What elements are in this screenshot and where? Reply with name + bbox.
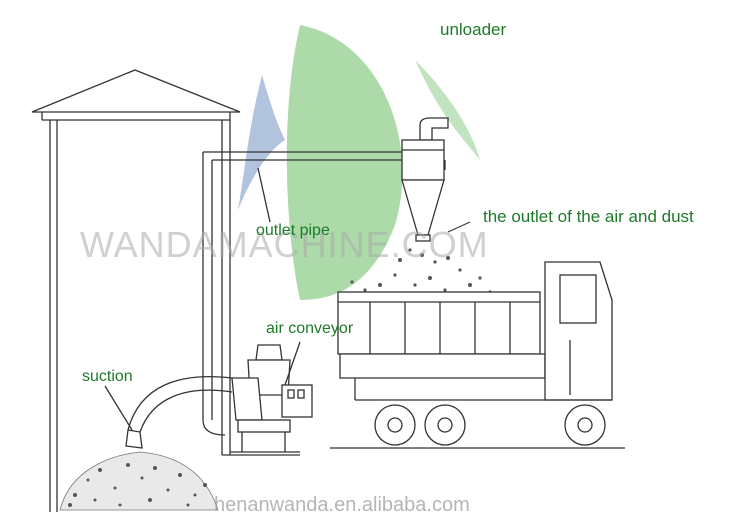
grain-pile <box>59 451 219 511</box>
footer-website: henanwanda.en.alibaba.com <box>214 494 470 516</box>
cyclone-unloader <box>401 117 449 242</box>
air-conveyor-machine <box>230 341 313 453</box>
truck <box>330 261 625 449</box>
watermark-leaf-green <box>286 25 403 300</box>
watermark-text: WANDAMACHINE.COM <box>80 224 489 265</box>
suction-label: suction <box>82 368 133 385</box>
outlet-air-dust-label: the outlet of the air and dust <box>483 207 694 226</box>
watermark-leaf-blue <box>238 75 285 210</box>
watermark-leaf-right <box>415 60 480 160</box>
unloader-label: unloader <box>440 20 507 39</box>
dust-plume <box>350 248 492 294</box>
outlet-air-leader <box>447 221 471 233</box>
outlet-pipe-label: outlet pipe <box>256 222 330 239</box>
suction-hose <box>104 375 233 449</box>
air-conveyor-label: air conveyor <box>266 320 354 337</box>
silo-building <box>31 69 300 512</box>
